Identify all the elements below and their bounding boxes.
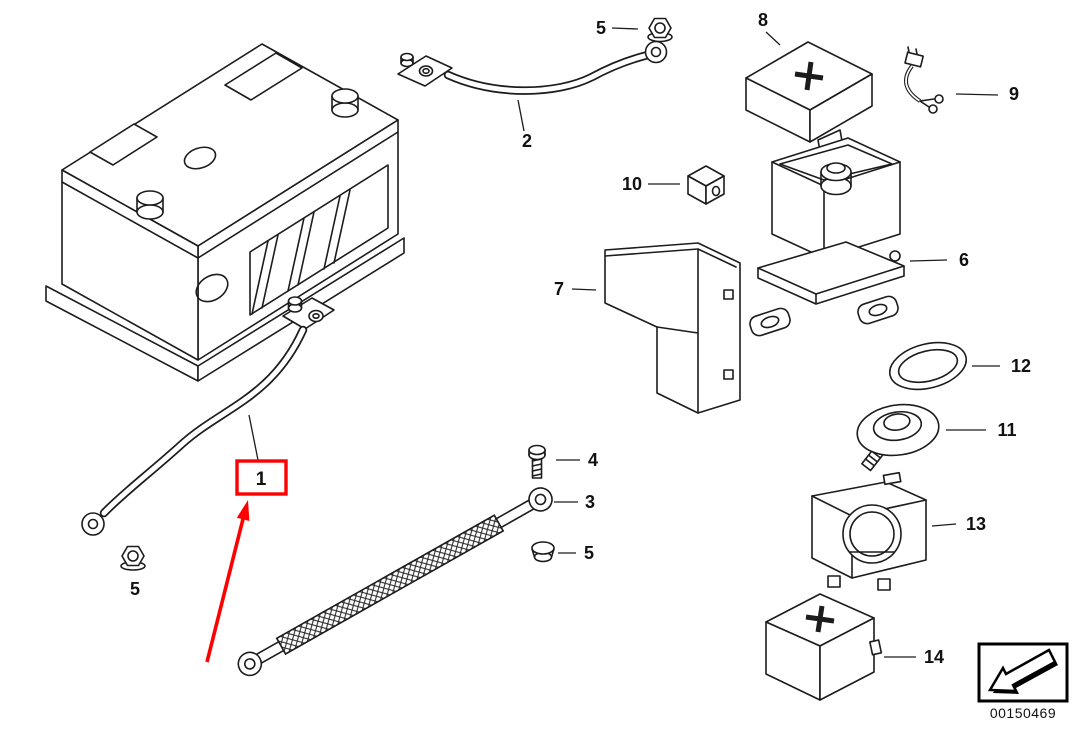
callout-5-top[interactable]: 5 <box>596 18 639 38</box>
selection-arrow-shaft <box>205 518 245 663</box>
part-11-grommet-drawing <box>856 403 940 472</box>
selection-arrow-head <box>236 500 250 521</box>
highlight-box <box>235 459 288 496</box>
callout-5-top-label[interactable]: 5 <box>596 18 606 38</box>
callout-4[interactable]: 4 <box>556 450 598 470</box>
leader-line <box>517 99 525 132</box>
callout-4-label[interactable]: 4 <box>588 450 598 470</box>
part-3-ground-strap-drawing <box>237 487 553 677</box>
callout-5-left[interactable]: 5 <box>130 579 140 599</box>
leader-line <box>571 288 597 291</box>
callout-10[interactable]: 10 <box>622 174 680 194</box>
battery-drawing <box>45 43 405 382</box>
callout-13-label[interactable]: 13 <box>966 514 986 534</box>
part-2-positive-cable-drawing <box>397 40 668 95</box>
callout-3[interactable]: 3 <box>554 492 595 512</box>
part-4-screw-drawing <box>528 444 546 479</box>
selection-arrow <box>205 500 250 663</box>
callout-1-highlighted[interactable]: 1 <box>235 414 288 496</box>
part-5-nut-top-drawing <box>647 17 673 43</box>
callout-11[interactable]: 11 <box>946 420 1017 440</box>
part-7-cover-panel-drawing <box>604 242 741 414</box>
callout-10-label[interactable]: 10 <box>622 174 642 194</box>
callout-9[interactable]: 9 <box>955 84 1019 104</box>
callout-8[interactable]: 8 <box>758 10 781 46</box>
part-14-cover-drawing <box>765 593 883 701</box>
callout-5-mid-label[interactable]: 5 <box>584 543 594 563</box>
document-number: 00150469 <box>990 705 1056 721</box>
part-6-terminal-bracket-drawing <box>749 137 905 337</box>
callout-12-label[interactable]: 12 <box>1011 356 1031 376</box>
leader-line <box>248 414 259 461</box>
callout-9-label[interactable]: 9 <box>1009 84 1019 104</box>
direction-arrow-icon <box>987 648 1057 693</box>
leader-line <box>909 259 948 262</box>
callout-11-label[interactable]: 11 <box>997 420 1016 440</box>
callout-5-mid[interactable]: 5 <box>558 543 594 563</box>
part-8-cover-drawing <box>745 41 873 152</box>
callout-14-label[interactable]: 14 <box>924 647 944 667</box>
callout-3-label[interactable]: 3 <box>585 492 595 512</box>
callout-1-label[interactable]: 1 <box>256 469 267 490</box>
part-5-grommet-mid-drawing <box>531 541 555 563</box>
callout-7-label[interactable]: 7 <box>554 279 564 299</box>
callout-14[interactable]: 14 <box>884 647 944 667</box>
part-10-spacer-drawing <box>687 165 725 205</box>
callout-2-label[interactable]: 2 <box>522 131 532 151</box>
part-9-jumper-wire-drawing <box>904 46 944 114</box>
part-5-nut-left-drawing <box>120 545 146 571</box>
leader-line <box>765 31 781 46</box>
callout-2[interactable]: 2 <box>517 99 532 151</box>
callout-5-left-label[interactable]: 5 <box>130 579 140 599</box>
callout-13[interactable]: 13 <box>931 514 986 534</box>
callout-6-label[interactable]: 6 <box>959 250 969 270</box>
part-1-negative-cable-drawing <box>81 296 335 536</box>
callout-8-label[interactable]: 8 <box>758 10 768 30</box>
leader-line <box>955 93 999 96</box>
leader-line <box>611 27 639 30</box>
callout-6[interactable]: 6 <box>909 250 969 270</box>
leader-line <box>931 523 957 527</box>
part-13-housing-drawing <box>811 471 927 591</box>
callout-12[interactable]: 12 <box>972 356 1031 376</box>
part-12-seal-ring-drawing <box>888 341 968 391</box>
footer-stamp: 00150469 <box>977 642 1069 721</box>
callout-7[interactable]: 7 <box>554 279 597 299</box>
